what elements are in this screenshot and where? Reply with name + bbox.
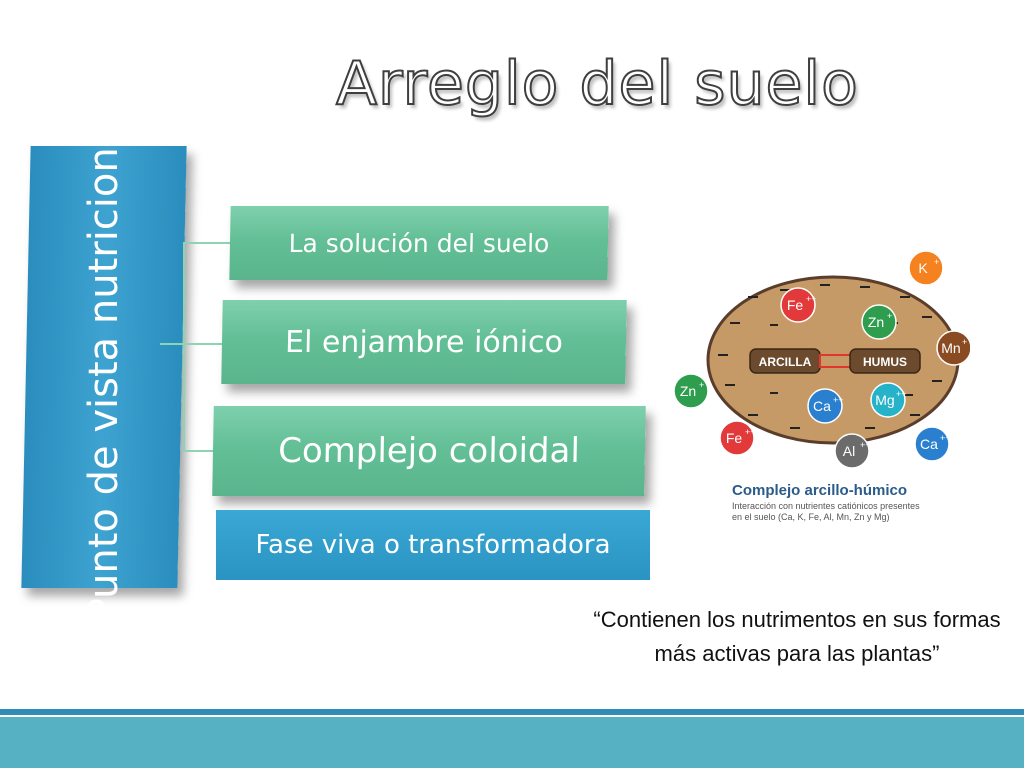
cation-circle — [861, 304, 897, 340]
cation-symbol: Ca — [920, 436, 938, 452]
connector-branch-1 — [183, 242, 231, 244]
cation-charge: ++ — [896, 389, 907, 399]
cation-fe: Fe++ — [780, 287, 817, 323]
slide-title: Arreglo del suelo — [335, 48, 859, 120]
cation-symbol: Mn — [941, 340, 960, 356]
branch-label: El enjambre iónico — [284, 324, 564, 360]
humus-label: HUMUS — [863, 355, 907, 369]
cation-zn: Zn+ — [861, 304, 897, 340]
connector-trunk — [183, 242, 185, 450]
branch-box-complejo: Complejo coloidal — [212, 406, 646, 496]
cation-ca: Ca++ — [807, 388, 844, 424]
cation-charge: ++ — [940, 433, 951, 443]
cation-symbol: Ca — [813, 398, 831, 414]
cation-fe: Fe++ — [719, 420, 756, 456]
cation-symbol: Fe — [787, 297, 804, 313]
branch-box-enjambre: El enjambre iónico — [221, 300, 627, 384]
cation-circle — [719, 420, 755, 456]
cation-group: K+Fe++Zn+Mn+Zn+Ca++Mg++Fe++Al++Ca++ — [673, 250, 970, 469]
cation-symbol: Al — [843, 443, 855, 459]
cation-k: K+ — [908, 250, 944, 286]
cation-circle — [780, 287, 816, 323]
cation-circle — [834, 433, 870, 469]
clay-humus-complex-diagram: ARCILLA HUMUS K+Fe++Zn+Mn+Zn+Ca++Mg++Fe+… — [673, 250, 970, 522]
cation-mg: Mg++ — [870, 382, 907, 418]
cation-charge: + — [699, 380, 704, 390]
connector-spine — [160, 343, 184, 345]
quote-text: “Contienen los nutrimentos en sus formas… — [593, 607, 1001, 666]
cation-charge: ++ — [745, 427, 756, 437]
diagram-caption-title: Complejo arcillo-húmico — [732, 482, 907, 499]
cation-ca: Ca++ — [914, 426, 951, 462]
footer-rule — [0, 709, 1024, 715]
cation-charge: + — [934, 257, 939, 267]
branch-label: La solución del suelo — [288, 228, 550, 258]
cation-charge: + — [887, 311, 892, 321]
cation-symbol: Fe — [726, 430, 743, 446]
cation-mn: Mn+ — [936, 330, 970, 366]
cation-circle — [908, 250, 944, 286]
cation-circle — [807, 388, 843, 424]
cation-circle — [936, 330, 970, 366]
branch-box-solucion: La solución del suelo — [229, 206, 609, 280]
vertical-category-label: Punto de vista nutricional — [81, 111, 127, 623]
connector-branch-2 — [183, 343, 223, 345]
connector-branch-3 — [183, 450, 215, 452]
footer-band — [0, 717, 1024, 768]
cation-symbol: Zn — [868, 314, 884, 330]
branch-label: Fase viva o transformadora — [255, 530, 611, 560]
cation-circle — [673, 373, 709, 409]
cation-circle — [870, 382, 906, 418]
cation-charge: ++ — [833, 395, 844, 405]
diagram-caption-line-2: en el suelo (Ca, K, Fe, Al, Mn, Zn y Mg) — [732, 512, 890, 522]
branch-box-fase-viva: Fase viva o transformadora — [216, 510, 650, 580]
cation-al: Al ++ — [834, 433, 871, 469]
diagram-caption-line-1: Interacción con nutrientes catiónicos pr… — [732, 501, 920, 511]
cation-circle — [914, 426, 950, 462]
cation-symbol: Mg — [875, 392, 894, 408]
cation-charge: + — [962, 337, 967, 347]
clay-label: ARCILLA — [759, 355, 812, 369]
cation-zn: Zn+ — [673, 373, 709, 409]
cation-charge: ++ — [806, 294, 817, 304]
cation-symbol: Zn — [680, 383, 696, 399]
humus-box — [849, 348, 921, 374]
branch-label: Complejo coloidal — [277, 431, 581, 471]
cation-symbol: K — [918, 260, 928, 276]
cation-charge: ++ — [860, 440, 871, 450]
